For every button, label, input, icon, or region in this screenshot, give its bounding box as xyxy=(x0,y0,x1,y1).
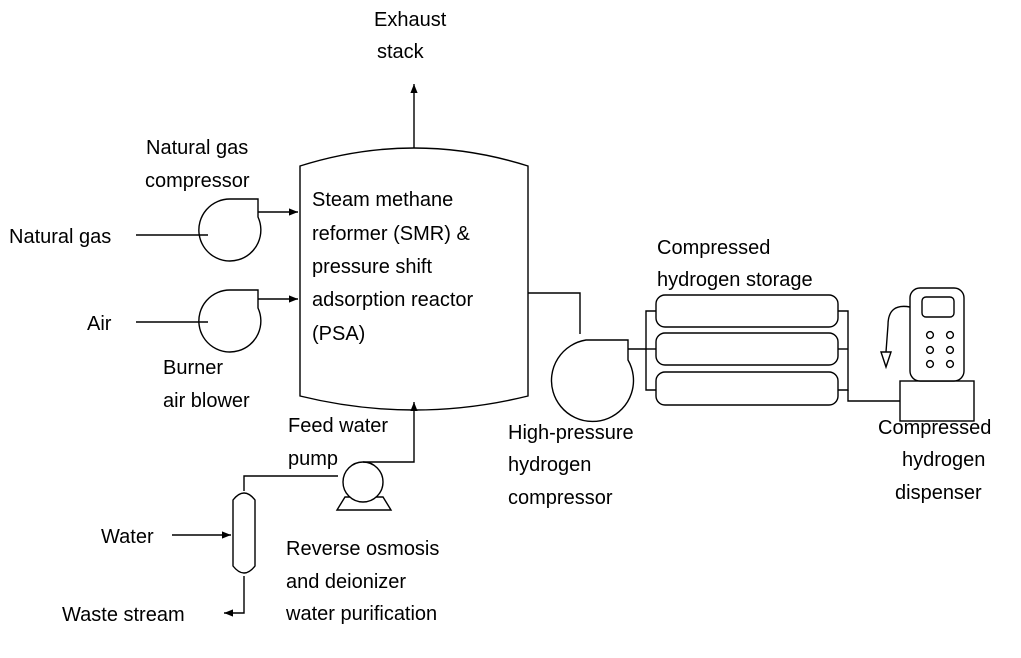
water-label: Water xyxy=(101,526,154,548)
burner-air-blower-icon xyxy=(198,289,262,353)
storage-outlet-manifold xyxy=(838,310,849,391)
hydrogen-storage-label: Compressed hydrogen storage xyxy=(657,237,813,291)
natural-gas-compressor-label: Natural gas compressor xyxy=(145,137,254,192)
hydrogen-dispenser-icon xyxy=(880,287,975,422)
purifier-to-pump-line xyxy=(243,475,338,491)
smr-psa-reactor-vessel xyxy=(299,147,529,411)
dispenser-hose-icon xyxy=(885,305,911,353)
burner-air-blower-label: Burner air blower xyxy=(163,357,250,412)
hydrogen-storage-tank-1 xyxy=(655,294,839,328)
hydrogen-storage-tank-2 xyxy=(655,332,839,366)
feed-water-pump-label: Feed water pump xyxy=(288,415,394,470)
water-purification-vessel xyxy=(232,492,256,574)
dispenser-label: Compressed hydrogen dispenser xyxy=(878,417,997,504)
water-purification-label: Reverse osmosis and deionizer water puri… xyxy=(285,538,445,625)
hp-compressor-label: High-pressure hydrogen compressor xyxy=(508,422,639,509)
natural-gas-label: Natural gas xyxy=(9,226,111,248)
storage-to-dispenser-line xyxy=(847,390,900,402)
feed-water-pump-icon xyxy=(335,461,393,511)
pump-to-reactor-line xyxy=(385,402,418,463)
storage-inlet-manifold xyxy=(645,310,656,391)
air-label: Air xyxy=(87,313,112,335)
hydrogen-storage-tank-3 xyxy=(655,371,839,406)
natural-gas-compressor-icon xyxy=(198,198,262,262)
waste-stream-line xyxy=(224,576,245,617)
waste-stream-label: Waste stream xyxy=(62,604,185,626)
exhaust-stack-label: Exhaust stack xyxy=(374,9,452,63)
reactor-to-hp-compressor-line xyxy=(528,292,581,334)
dispenser-nozzle-icon xyxy=(880,351,892,370)
hp-hydrogen-compressor-icon xyxy=(550,339,635,423)
reactor-label: Steam methane reformer (SMR) & pressure … xyxy=(312,189,479,345)
